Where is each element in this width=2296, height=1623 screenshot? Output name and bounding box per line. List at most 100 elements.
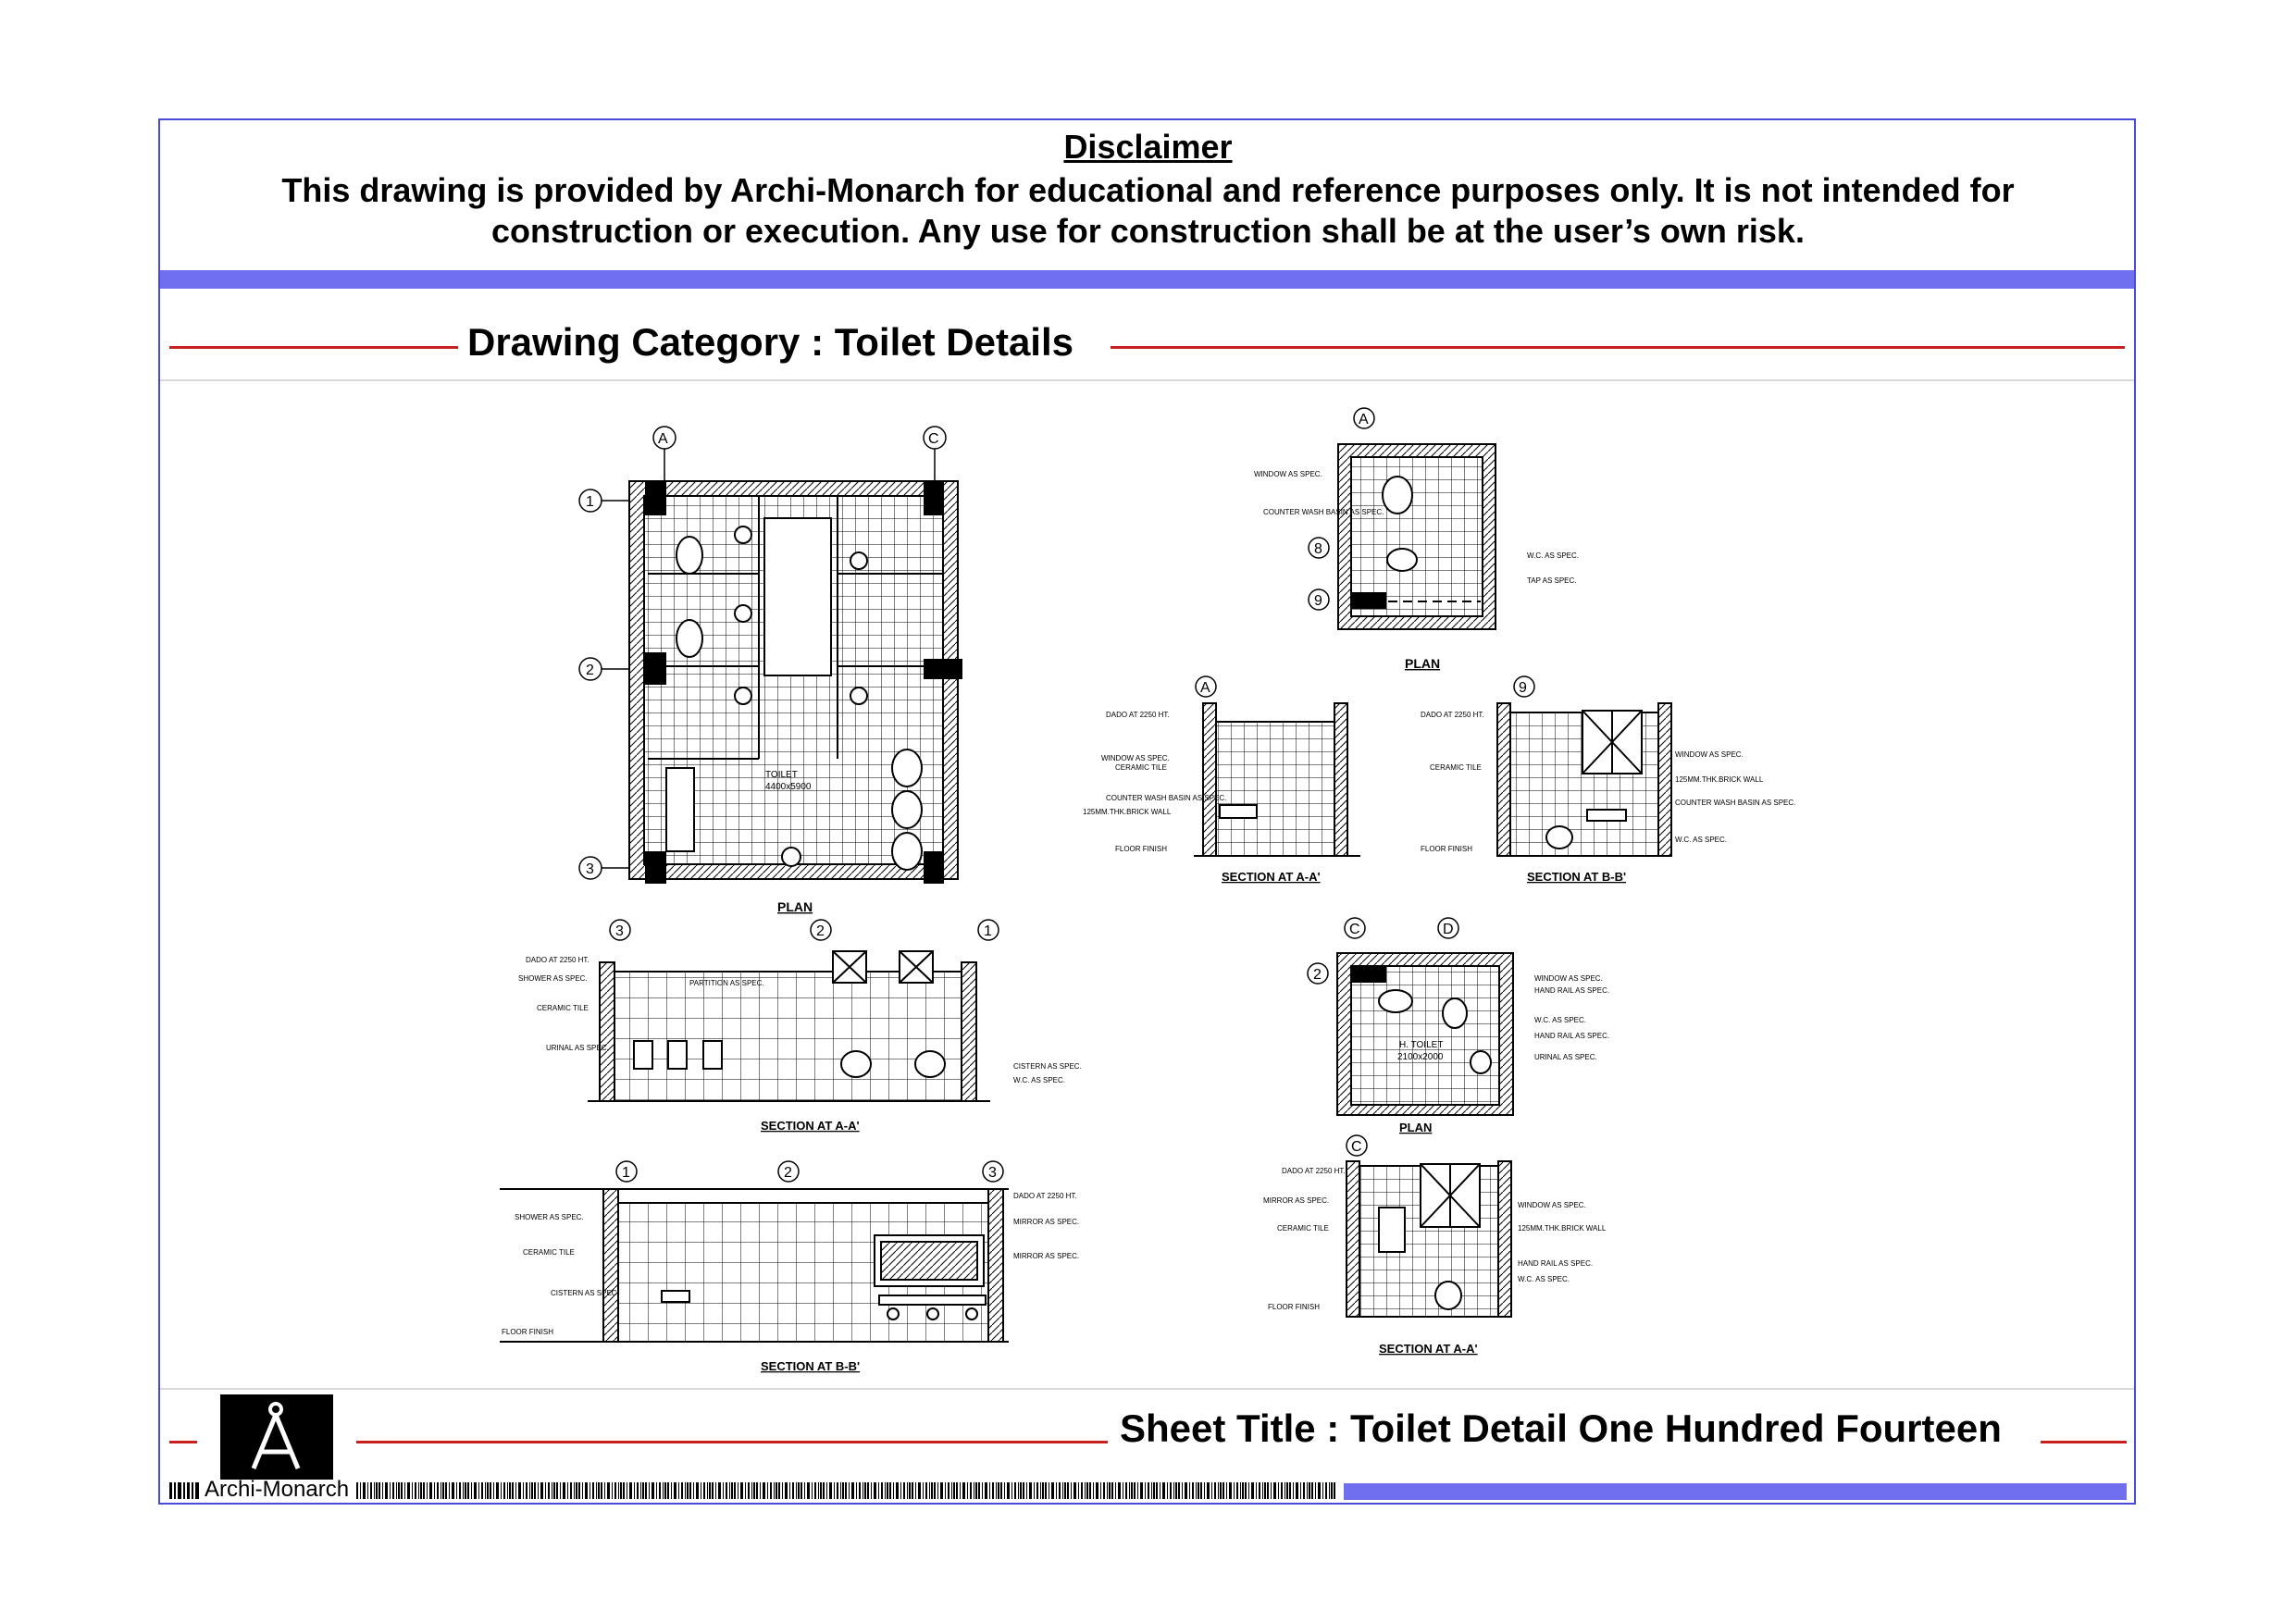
section-aa-left-drawing bbox=[588, 950, 990, 1102]
svg-text:3: 3 bbox=[586, 861, 594, 877]
svg-text:W.C. AS SPEC.: W.C. AS SPEC. bbox=[1675, 836, 1727, 844]
svg-text:CERAMIC TILE: CERAMIC TILE bbox=[1115, 763, 1167, 772]
svg-text:2: 2 bbox=[1313, 967, 1322, 983]
svg-text:CERAMIC TILE: CERAMIC TILE bbox=[1430, 763, 1482, 772]
footer-band bbox=[1344, 1483, 2127, 1500]
section-bb-left-label: SECTION AT B-B' bbox=[761, 1359, 860, 1373]
archi-monarch-logo bbox=[220, 1394, 333, 1480]
svg-text:DADO AT 2250 HT.: DADO AT 2250 HT. bbox=[1421, 711, 1484, 719]
main-plan-grid-marks: A C 1 2 3 bbox=[578, 426, 947, 880]
svg-text:WINDOW AS SPEC.: WINDOW AS SPEC. bbox=[1534, 974, 1603, 983]
svg-text:WINDOW AS SPEC.: WINDOW AS SPEC. bbox=[1675, 750, 1744, 759]
svg-text:WINDOW AS SPEC.: WINDOW AS SPEC. bbox=[1101, 754, 1170, 762]
svg-text:W.C. AS SPEC.: W.C. AS SPEC. bbox=[1013, 1076, 1065, 1084]
h-toilet-room-size: 2100x2000 bbox=[1397, 1052, 1444, 1062]
main-plan-drawing bbox=[628, 480, 962, 884]
svg-text:FLOOR FINISH: FLOOR FINISH bbox=[1115, 845, 1167, 853]
svg-text:SHOWER AS SPEC.: SHOWER AS SPEC. bbox=[518, 974, 588, 983]
header-divider bbox=[160, 379, 2134, 381]
section-aa-right-drawing bbox=[1194, 702, 1360, 857]
svg-text:125MM.THK.BRICK WALL: 125MM.THK.BRICK WALL bbox=[1083, 808, 1172, 816]
h-toilet-plan-label: PLAN bbox=[1399, 1121, 1432, 1134]
section-aa-right-notes: DADO AT 2250 HT. WINDOW AS SPEC. CERAMIC… bbox=[1083, 711, 1226, 853]
svg-text:A: A bbox=[1200, 680, 1210, 696]
disclaimer-band bbox=[160, 270, 2134, 289]
svg-text:DADO AT 2250 HT.: DADO AT 2250 HT. bbox=[1013, 1192, 1077, 1200]
h-toilet-room-label: H. TOILET bbox=[1399, 1040, 1443, 1050]
svg-text:CERAMIC TILE: CERAMIC TILE bbox=[1277, 1224, 1329, 1233]
main-plan-label: PLAN bbox=[777, 899, 813, 914]
svg-text:125MM.THK.BRICK WALL: 125MM.THK.BRICK WALL bbox=[1518, 1224, 1607, 1233]
svg-text:1: 1 bbox=[622, 1165, 630, 1181]
svg-text:FLOOR FINISH: FLOOR FINISH bbox=[1268, 1303, 1320, 1311]
svg-text:C: C bbox=[928, 431, 939, 447]
brand-name: Archi-Monarch bbox=[205, 1477, 350, 1502]
svg-text:PARTITION AS SPEC.: PARTITION AS SPEC. bbox=[689, 979, 764, 987]
svg-text:3: 3 bbox=[615, 923, 624, 939]
svg-text:TAP AS SPEC.: TAP AS SPEC. bbox=[1527, 576, 1577, 585]
section-bb-left-notes: DADO AT 2250 HT. SHOWER AS SPEC. CERAMIC… bbox=[502, 1192, 1079, 1336]
section-bb-right-notes: DADO AT 2250 HT. CERAMIC TILE WINDOW AS … bbox=[1421, 711, 1795, 853]
svg-text:COUNTER WASH BASIN AS SPEC.: COUNTER WASH BASIN AS SPEC. bbox=[1675, 799, 1795, 807]
main-plan-room-label: TOILET bbox=[765, 770, 798, 780]
svg-text:CISTERN AS SPEC.: CISTERN AS SPEC. bbox=[551, 1289, 619, 1297]
svg-text:8: 8 bbox=[1314, 541, 1322, 557]
svg-text:W.C. AS SPEC.: W.C. AS SPEC. bbox=[1534, 1016, 1586, 1024]
svg-text:DADO AT 2250 HT.: DADO AT 2250 HT. bbox=[1282, 1167, 1346, 1175]
svg-text:MIRROR AS SPEC.: MIRROR AS SPEC. bbox=[1263, 1196, 1329, 1205]
svg-text:HAND RAIL AS SPEC.: HAND RAIL AS SPEC. bbox=[1534, 986, 1609, 995]
svg-text:3: 3 bbox=[988, 1165, 997, 1181]
sheet-rule-right bbox=[2041, 1441, 2127, 1443]
barcode-strip bbox=[356, 1482, 1337, 1499]
svg-text:W.C. AS SPEC.: W.C. AS SPEC. bbox=[1527, 551, 1579, 560]
section-aa-left-label: SECTION AT A-A' bbox=[761, 1119, 860, 1133]
svg-text:MIRROR AS SPEC.: MIRROR AS SPEC. bbox=[1013, 1218, 1079, 1226]
category-rule-left bbox=[169, 346, 458, 349]
svg-text:WINDOW AS SPEC.: WINDOW AS SPEC. bbox=[1518, 1201, 1586, 1209]
sheet-title: Sheet Title : Toilet Detail One Hundred … bbox=[1120, 1406, 2002, 1450]
svg-text:WINDOW AS SPEC.: WINDOW AS SPEC. bbox=[1254, 470, 1322, 478]
svg-text:9: 9 bbox=[1519, 680, 1527, 696]
svg-text:COUNTER WASH BASIN AS SPEC.: COUNTER WASH BASIN AS SPEC. bbox=[1263, 508, 1384, 516]
h-toilet-plan-drawing bbox=[1336, 952, 1514, 1116]
svg-text:FLOOR FINISH: FLOOR FINISH bbox=[502, 1328, 553, 1336]
svg-text:CERAMIC TILE: CERAMIC TILE bbox=[523, 1248, 575, 1257]
svg-text:1: 1 bbox=[586, 494, 594, 510]
svg-text:1: 1 bbox=[984, 923, 992, 939]
compass-icon bbox=[251, 1402, 301, 1469]
section-bb-right-drawing bbox=[1496, 702, 1672, 857]
svg-text:HAND RAIL AS SPEC.: HAND RAIL AS SPEC. bbox=[1518, 1259, 1593, 1268]
sheet-rule-left bbox=[356, 1441, 1108, 1443]
svg-text:FLOOR FINISH: FLOOR FINISH bbox=[1421, 845, 1472, 853]
svg-text:C: C bbox=[1351, 1139, 1362, 1155]
svg-text:D: D bbox=[1443, 922, 1454, 937]
svg-text:DADO AT 2250 HT.: DADO AT 2250 HT. bbox=[526, 956, 590, 964]
svg-text:CISTERN AS SPEC.: CISTERN AS SPEC. bbox=[1013, 1062, 1082, 1071]
sheet-rule-left-short bbox=[169, 1441, 197, 1443]
main-plan-room-size: 4400x5900 bbox=[765, 782, 812, 792]
section-aa-left-notes: DADO AT 2250 HT. SHOWER AS SPEC. CERAMIC… bbox=[518, 956, 1082, 1084]
section-aa-bottom-notes: DADO AT 2250 HT. MIRROR AS SPEC. CERAMIC… bbox=[1263, 1167, 1607, 1311]
footer-divider bbox=[160, 1388, 2134, 1390]
svg-text:URINAL AS SPEC.: URINAL AS SPEC. bbox=[1534, 1053, 1597, 1061]
svg-text:A: A bbox=[1359, 412, 1369, 427]
svg-text:2: 2 bbox=[816, 923, 825, 939]
section-aa-right-label: SECTION AT A-A' bbox=[1222, 870, 1321, 884]
svg-text:W.C. AS SPEC.: W.C. AS SPEC. bbox=[1518, 1275, 1570, 1283]
svg-text:SHOWER AS SPEC.: SHOWER AS SPEC. bbox=[515, 1213, 584, 1221]
small-plan-notes: WINDOW AS SPEC. COUNTER WASH BASIN AS SP… bbox=[1254, 470, 1579, 585]
small-plan-label: PLAN bbox=[1405, 656, 1440, 671]
barcode-left bbox=[169, 1482, 199, 1499]
svg-text:COUNTER WASH BASIN AS SPEC.: COUNTER WASH BASIN AS SPEC. bbox=[1106, 794, 1226, 802]
svg-text:C: C bbox=[1349, 922, 1360, 937]
svg-text:MIRROR AS SPEC.: MIRROR AS SPEC. bbox=[1013, 1252, 1079, 1260]
section-aa-bottom-drawing bbox=[1346, 1160, 1512, 1318]
svg-text:9: 9 bbox=[1314, 593, 1322, 609]
category-rule-right bbox=[1111, 346, 2125, 349]
svg-text:DADO AT 2250 HT.: DADO AT 2250 HT. bbox=[1106, 711, 1170, 719]
section-bb-right-label: SECTION AT B-B' bbox=[1527, 870, 1626, 884]
grid-label: A bbox=[658, 431, 668, 447]
small-plan-drawing bbox=[1337, 443, 1496, 630]
svg-text:125MM.THK.BRICK WALL: 125MM.THK.BRICK WALL bbox=[1675, 775, 1764, 784]
